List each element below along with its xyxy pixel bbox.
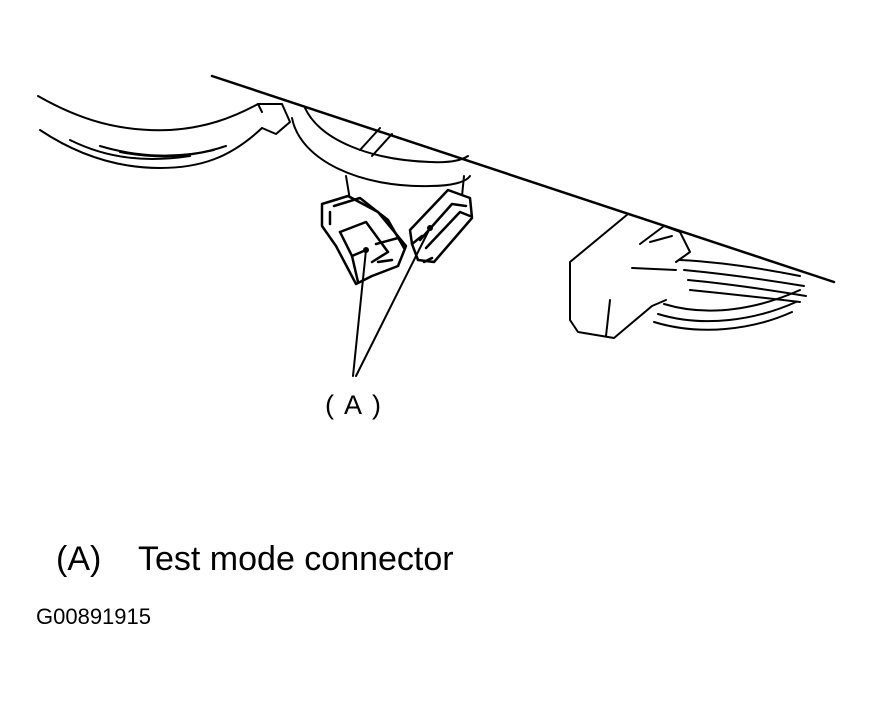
- leader-line-left: [352, 249, 367, 377]
- leader-line-right: [355, 227, 431, 377]
- callout-label-a: ( A ): [325, 390, 384, 420]
- dashboard-edge: [210, 74, 836, 284]
- legend-key: (A): [56, 540, 102, 578]
- leader-dot-right: [427, 225, 433, 231]
- right-bracket: [569, 213, 691, 339]
- connector-left: [320, 194, 408, 286]
- left-wiring-harness: [37, 95, 291, 169]
- figure-id: G00891915: [36, 604, 151, 629]
- legend-entry: (A) Test mode connector: [56, 540, 454, 579]
- legend-description: Test mode connector: [138, 540, 454, 578]
- right-wiring-harness: [653, 259, 807, 331]
- callout-leader-lines: [352, 227, 431, 377]
- center-wire-bundle: [291, 107, 471, 201]
- leader-dot-left: [363, 247, 369, 253]
